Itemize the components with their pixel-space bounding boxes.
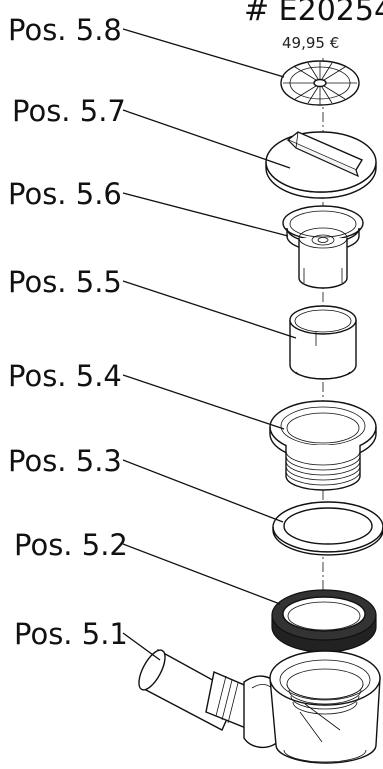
- leader-5-1: [122, 632, 161, 661]
- part-5-5-sleeve: [289, 305, 357, 380]
- leader-5-3: [122, 459, 284, 523]
- part-5-6-basket: [282, 205, 364, 289]
- leader-5-8: [122, 28, 285, 78]
- leader-5-2: [122, 543, 281, 605]
- label-pos-5-6: Pos. 5.6: [8, 177, 122, 211]
- leader-5-4: [122, 374, 285, 430]
- label-pos-5-4: Pos. 5.4: [8, 359, 122, 393]
- leader-5-6: [122, 192, 289, 237]
- part-5-1-drain-body: [138, 648, 381, 764]
- part-5-3-washer: [272, 501, 383, 556]
- part-5-7-cover: [265, 131, 377, 199]
- part-5-2-gasket: [271, 589, 377, 653]
- label-pos-5-2: Pos. 5.2: [14, 528, 128, 562]
- part-5-8-strainer: [280, 60, 360, 106]
- label-pos-5-7: Pos. 5.7: [12, 94, 126, 128]
- leader-5-5: [122, 280, 297, 339]
- leader-5-7: [122, 109, 291, 169]
- label-pos-5-1: Pos. 5.1: [14, 617, 128, 651]
- part-5-4-flange: [269, 400, 377, 491]
- label-pos-5-5: Pos. 5.5: [8, 265, 122, 299]
- label-pos-5-8: Pos. 5.8: [8, 13, 122, 47]
- label-pos-5-3: Pos. 5.3: [8, 444, 122, 478]
- price: 49,95 €: [282, 34, 339, 52]
- article-number: # E20254: [244, 0, 383, 28]
